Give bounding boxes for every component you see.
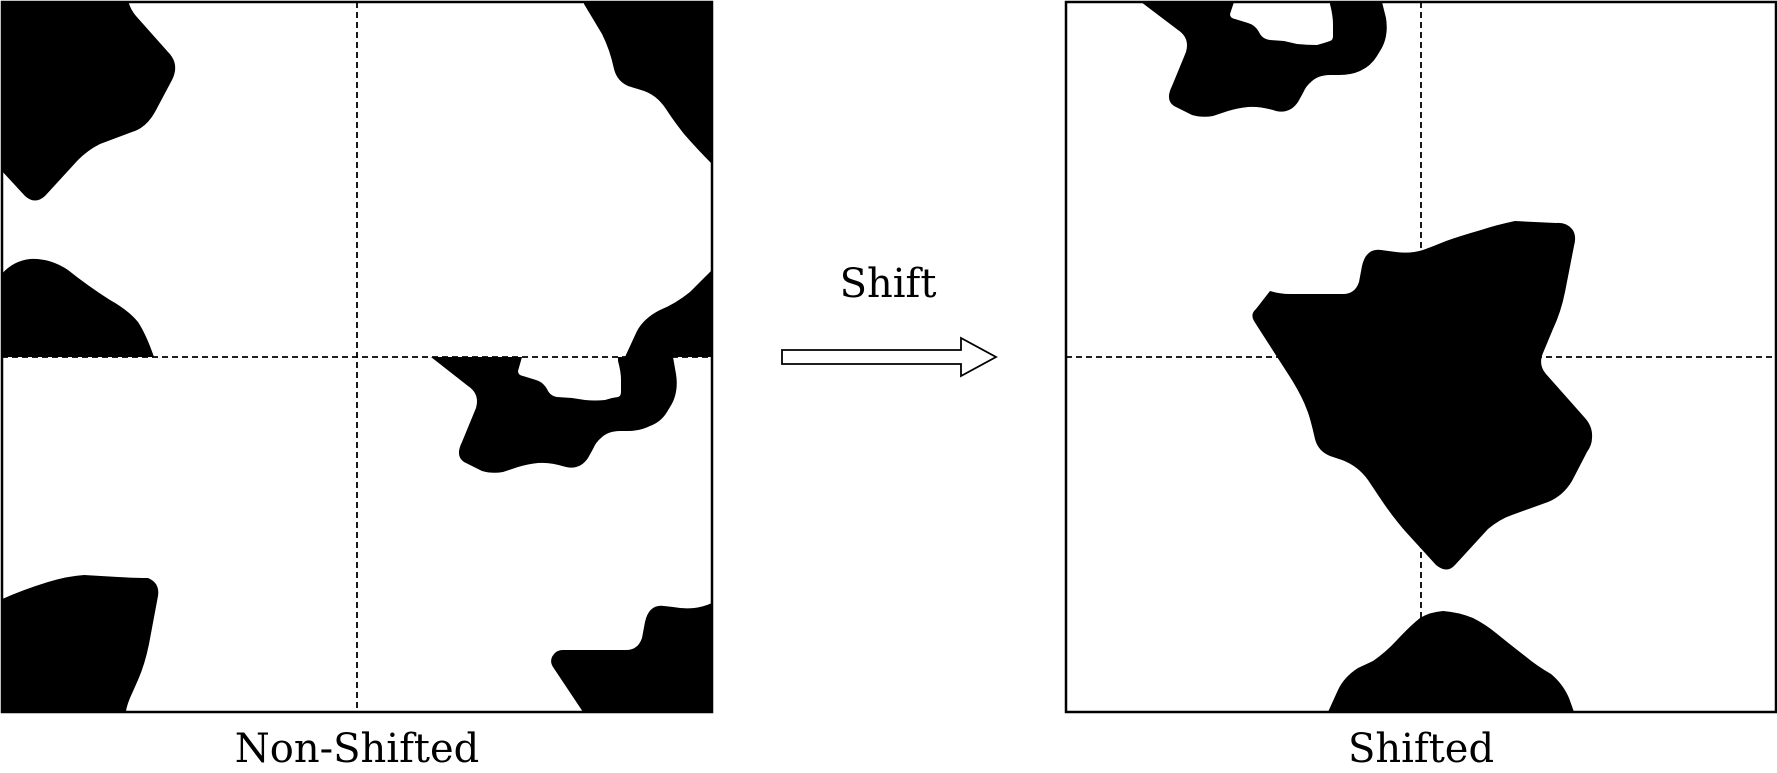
blob-right-middle	[625, 270, 712, 357]
blob-bottom-right	[551, 603, 712, 712]
double-arrow-icon	[781, 336, 998, 378]
blob-left-middle	[2, 258, 154, 357]
blob-top-right	[584, 2, 712, 164]
blob-top-wavy	[1141, 2, 1387, 117]
non-shifted-panel: Non-Shifted	[0, 0, 714, 772]
shift-arrow: Shift	[781, 261, 998, 378]
non-shifted-shapes	[2, 2, 712, 712]
shifted-panel: Shifted	[1064, 0, 1777, 772]
shifted-caption: Shifted	[1348, 726, 1494, 772]
blob-bottom	[1328, 611, 1574, 712]
blob-top-left	[2, 2, 176, 201]
non-shifted-frame	[0, 0, 714, 714]
non-shifted-caption: Non-Shifted	[235, 726, 479, 772]
shift-label: Shift	[840, 261, 937, 307]
blob-central	[1252, 221, 1593, 570]
blob-wavy-center	[431, 357, 677, 473]
blob-bottom-left	[2, 575, 159, 712]
shifted-frame	[1064, 0, 1777, 714]
shifted-shapes	[1141, 2, 1593, 712]
